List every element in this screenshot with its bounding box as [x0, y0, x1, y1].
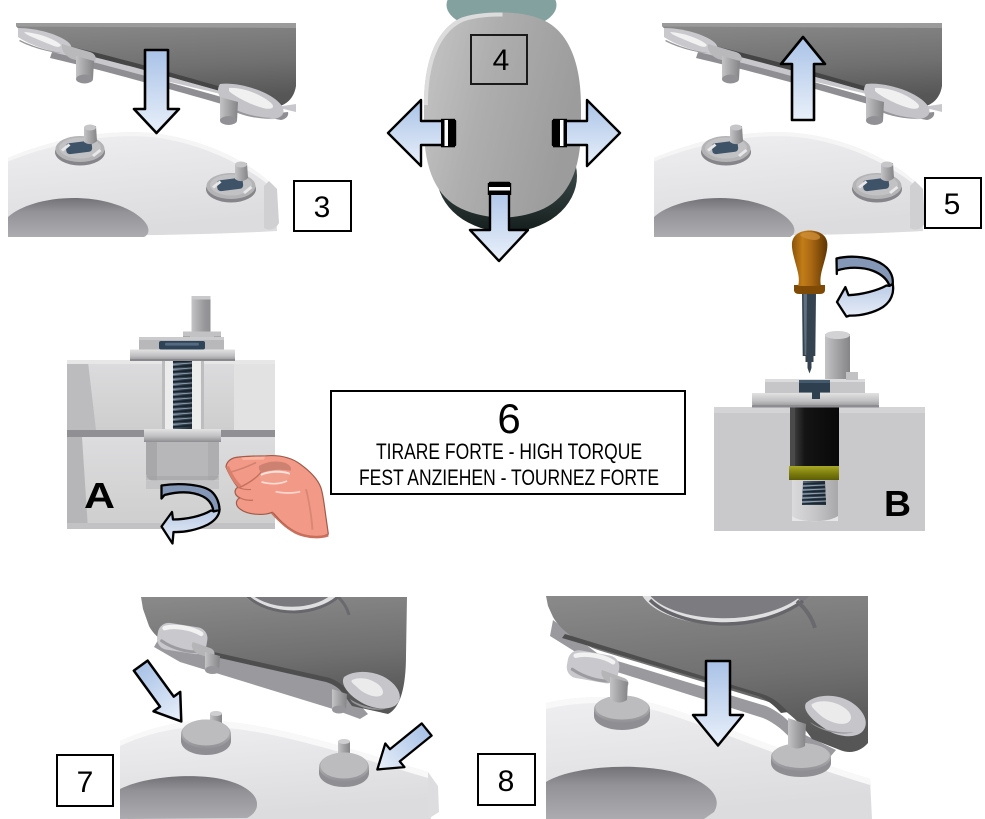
svg-text:8: 8	[498, 765, 515, 798]
svg-text:A: A	[84, 475, 115, 516]
svg-text:4: 4	[493, 44, 510, 77]
svg-text:FEST ANZIEHEN - TOURNEZ FORTE: FEST ANZIEHEN - TOURNEZ FORTE	[359, 465, 659, 490]
svg-text:TIRARE FORTE - HIGH TORQUE: TIRARE FORTE - HIGH TORQUE	[376, 439, 642, 464]
svg-text:6: 6	[497, 395, 520, 442]
svg-text:3: 3	[314, 191, 331, 224]
svg-text:5: 5	[944, 188, 961, 221]
svg-text:B: B	[884, 483, 911, 524]
svg-text:7: 7	[77, 766, 94, 799]
